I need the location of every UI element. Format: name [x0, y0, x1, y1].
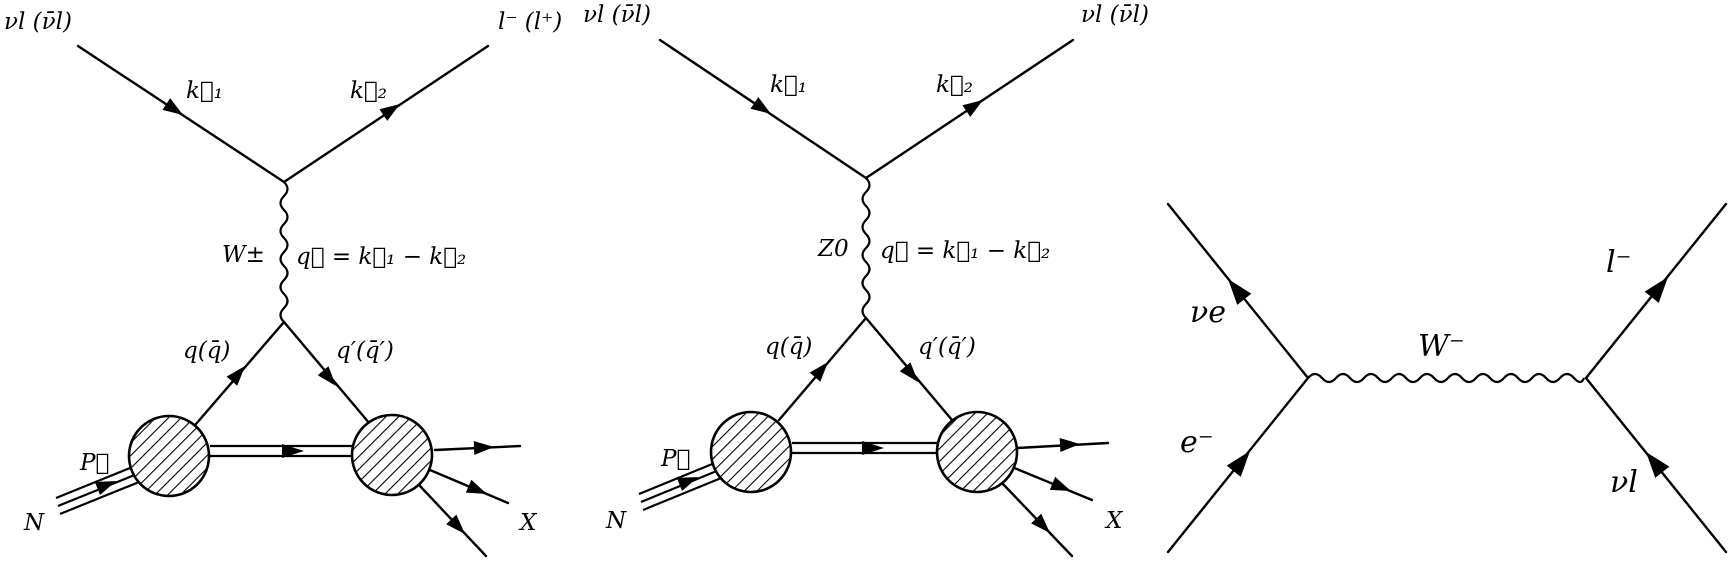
label-lepton-neutrino: νl: [1610, 465, 1638, 500]
outgoing-neutrino-arrow: [962, 100, 983, 117]
label-nucleon: N: [23, 510, 45, 536]
hadronization-blob: [935, 410, 1019, 494]
outgoing-lepton-arrow: [379, 104, 400, 121]
label-quark-prime: q′(q̄′): [918, 334, 976, 360]
label-incoming-neutrino: νl (ν̄l): [583, 2, 651, 28]
label-hadronic-final-state: X: [518, 510, 538, 536]
electron-neutrino-arrow: [1228, 279, 1252, 305]
diagram-s-channel: νe e⁻ W⁻ l⁻ νl: [1166, 202, 1728, 554]
nucleon-line-3: [642, 474, 727, 512]
spectator-arrow: [862, 441, 884, 455]
label-boson: Z0: [817, 236, 849, 262]
hadron-out-arrow-1: [1059, 438, 1080, 453]
label-incoming-neutrino: νl (ν̄l): [4, 9, 72, 35]
hadron-out-line-2: [1010, 465, 1094, 502]
nucleon-arrow: [676, 477, 698, 491]
w-minus-propagator: [1307, 372, 1586, 384]
hadron-out-arrow-2: [465, 479, 487, 494]
quark-arrow: [809, 362, 828, 382]
label-k1: k⃗₁: [186, 78, 223, 104]
label-proton-momentum: P⃗: [660, 446, 690, 472]
nucleon-blob: [709, 410, 793, 494]
incoming-neutrino-arrow: [750, 97, 771, 114]
hadronization-blob: [350, 413, 434, 497]
electron-arrow: [1226, 451, 1250, 477]
nucleon-blob: [127, 414, 211, 498]
label-w-minus: W⁻: [1418, 329, 1465, 364]
label-momentum-transfer: q⃗ = k⃗₁ − k⃗₂: [880, 238, 1050, 264]
hadron-out-arrow-3: [446, 514, 465, 534]
hadron-out-arrow-2: [1049, 476, 1071, 491]
lepton-arrow: [1644, 277, 1668, 303]
label-quark: q(q̄): [765, 334, 812, 360]
label-lepton: l⁻: [1606, 245, 1631, 280]
nucleon-arrow: [94, 481, 116, 495]
label-momentum-transfer: q⃗ = k⃗₁ − k⃗₂: [296, 244, 466, 270]
label-electron: e⁻: [1180, 425, 1214, 460]
label-quark: q(q̄): [183, 338, 230, 364]
label-electron-neutrino: νe: [1190, 295, 1226, 330]
diagram-charged-current: νl (ν̄l) l⁻ (l⁺) k⃗₁ k⃗₂ W± q⃗ = k⃗₁ − k…: [4, 9, 562, 558]
w-boson-propagator: [279, 181, 289, 323]
label-hadronic-final-state: X: [1104, 508, 1124, 534]
nucleon-line-1: [55, 462, 141, 500]
nucleon-line-1: [638, 458, 723, 496]
label-outgoing-neutrino: νl (ν̄l): [1081, 2, 1149, 28]
quark-arrow: [226, 366, 245, 386]
quark-prime-arrow: [317, 366, 336, 386]
label-k2: k⃗₂: [350, 78, 387, 104]
hadron-out-arrow-3: [1031, 513, 1050, 533]
label-outgoing-lepton: l⁻ (l⁺): [498, 9, 562, 35]
hadron-out-arrow-1: [473, 440, 494, 455]
lepton-neutrino-arrow: [1646, 452, 1670, 478]
spectator-arrow: [282, 444, 304, 458]
label-nucleon: N: [605, 508, 627, 534]
label-quark-prime: q′(q̄′): [336, 338, 394, 364]
incoming-neutrino-arrow: [162, 98, 183, 115]
nucleon-line-3: [59, 478, 145, 516]
label-proton-momentum: P⃗: [79, 450, 109, 476]
label-k2: k⃗₂: [936, 72, 973, 98]
z-boson-propagator: [861, 177, 871, 319]
quark-prime-arrow: [899, 362, 918, 382]
label-k1: k⃗₁: [770, 72, 807, 98]
label-boson: W±: [222, 242, 265, 268]
diagram-neutral-current: νl (ν̄l) νl (ν̄l) k⃗₁ k⃗₂ Z0 q⃗ = k⃗₁ − …: [583, 2, 1149, 558]
